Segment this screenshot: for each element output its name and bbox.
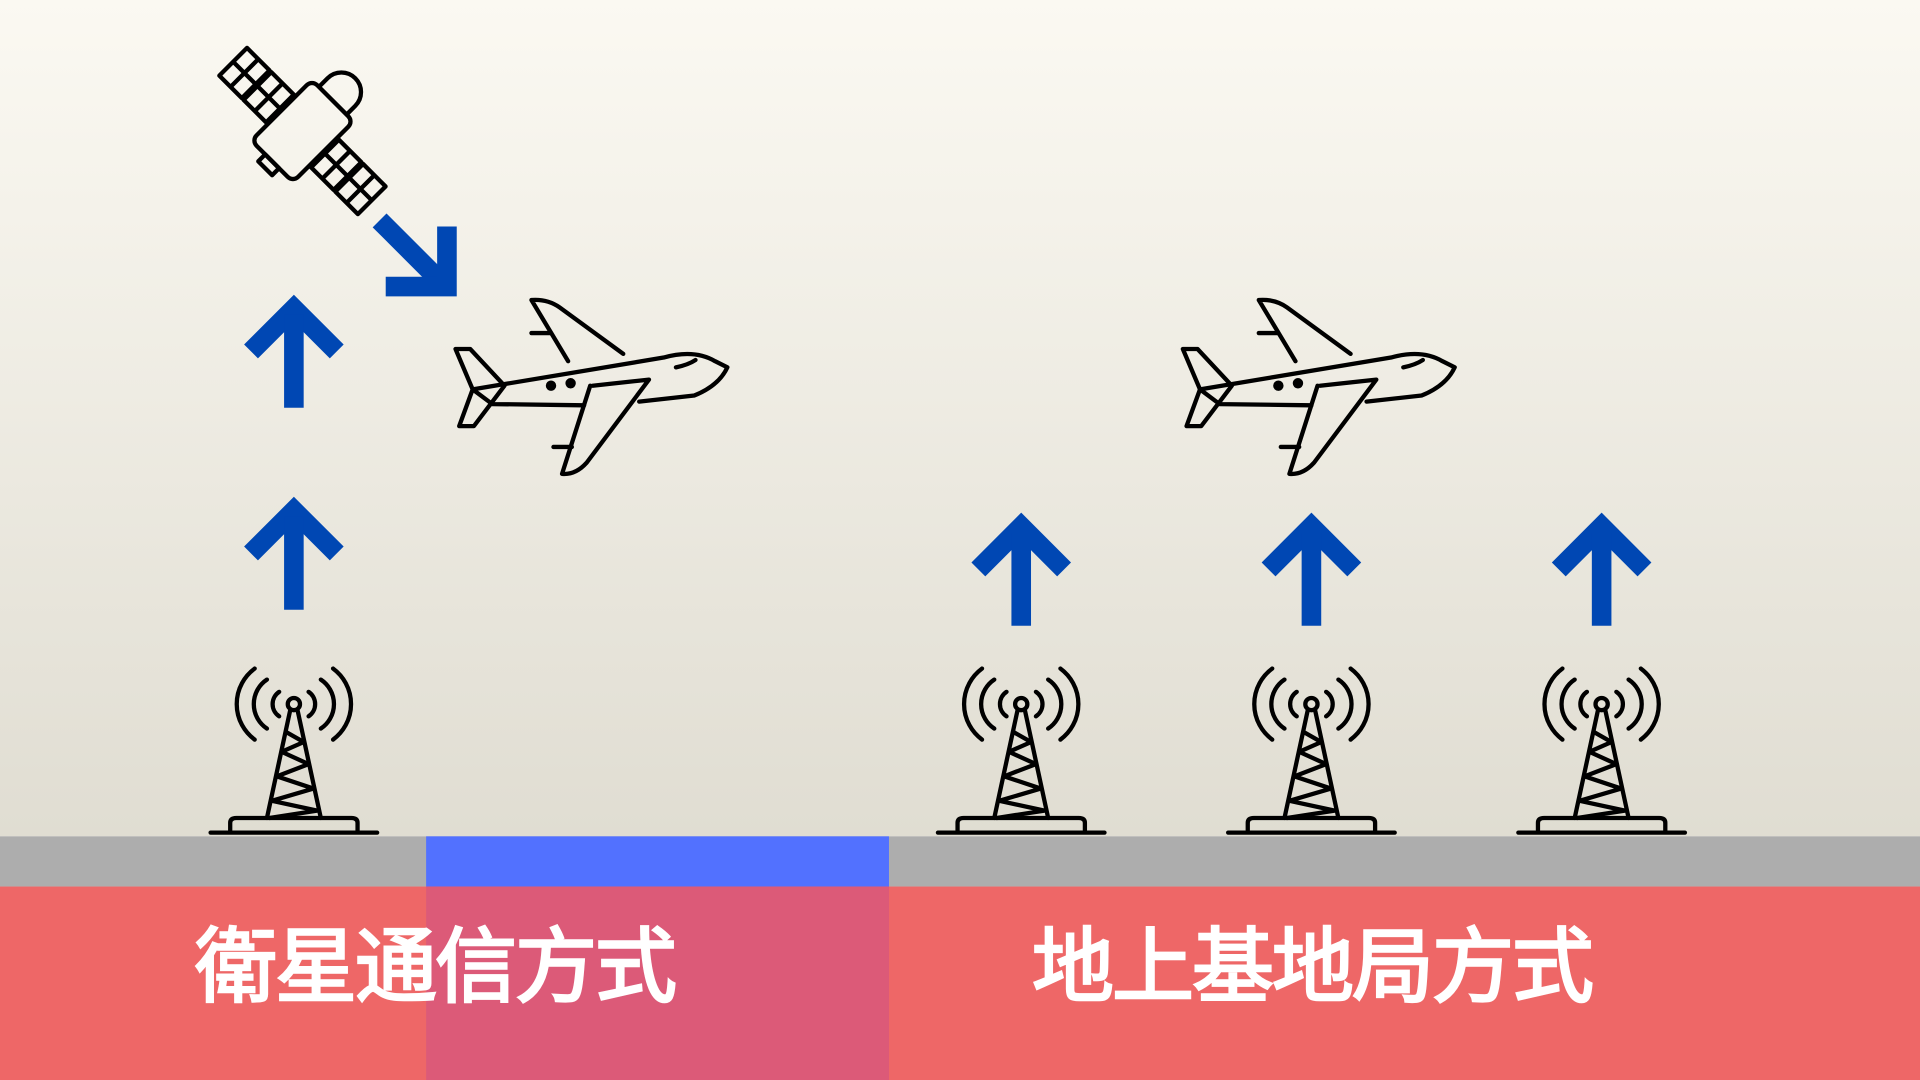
ground-station-method-label: 地上基地局方式: [1031, 920, 1594, 1015]
arrow-down-right-icon: [372, 213, 457, 297]
label-band: [0, 886, 1920, 1080]
label-band-overlap: [426, 886, 889, 1080]
satellite-method-label: 衛星通信方式: [194, 920, 677, 1015]
highlight-band: [426, 836, 889, 887]
ground-band: [0, 836, 1920, 887]
satellite-icon: [217, 45, 388, 217]
